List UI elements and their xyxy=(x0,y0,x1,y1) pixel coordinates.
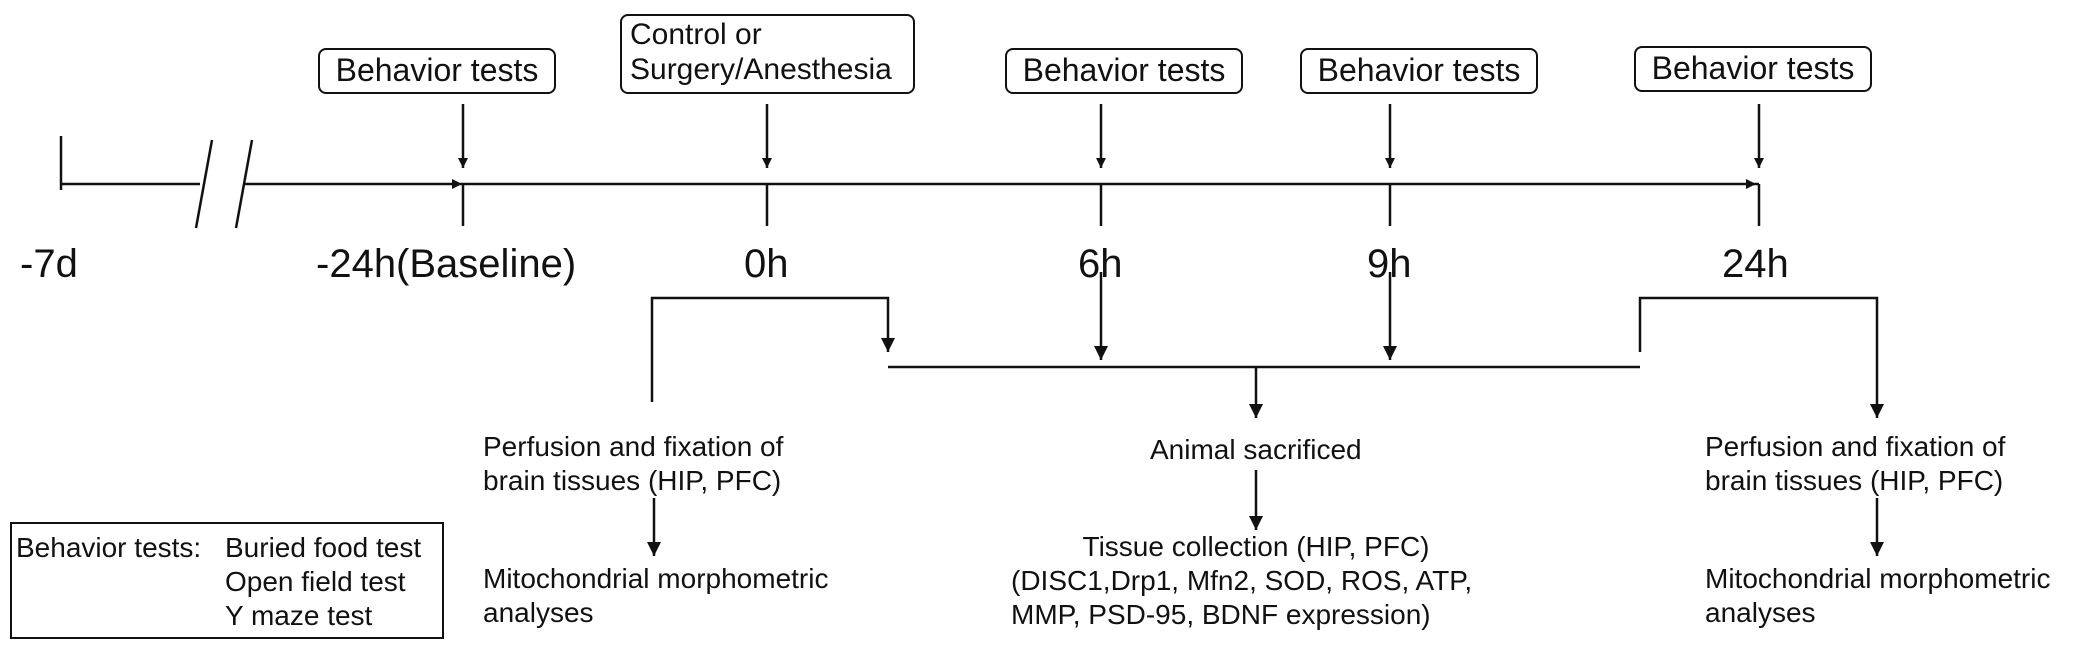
event-box-label: Behavior tests xyxy=(335,52,539,88)
event-box-0h: Control or Surgery/Anesthesia xyxy=(620,14,915,94)
legend-heading: Behavior tests: xyxy=(16,532,202,563)
right-perfusion-text: Perfusion and fixation of brain tissues … xyxy=(1705,431,2006,496)
right-morphometric-text: Mitochondrial morphometric analyses xyxy=(1705,563,2051,628)
legend-item: Buried food test xyxy=(225,532,422,563)
left-morphometric-text: Mitochondrial morphometric analyses xyxy=(483,563,829,628)
tick-label-24h: 24h xyxy=(1722,242,1789,286)
animal-sacrificed-text: Animal sacrificed xyxy=(1150,434,1362,465)
event-box-label-line1: Control or xyxy=(630,18,762,51)
bracket-24h xyxy=(1638,296,1884,418)
event-box-baseline: Behavior tests xyxy=(318,48,556,94)
timeline-break-mark-1 xyxy=(194,139,214,229)
event-box-9h: Behavior tests xyxy=(1300,48,1538,94)
event-box-label-line2: Surgery/Anesthesia xyxy=(630,52,892,86)
event-box-24h: Behavior tests xyxy=(1634,46,1872,92)
event-box-6h: Behavior tests xyxy=(1005,48,1243,94)
tissue-collection-text: Tissue collection (HIP, PFC) (DISC1,Drp1… xyxy=(1011,531,1473,630)
tick-label-9h: 9h xyxy=(1367,242,1412,286)
tick-label-baseline: -24h(Baseline) xyxy=(316,242,577,286)
left-perfusion-text: Perfusion and fixation of brain tissues … xyxy=(483,431,784,496)
tick-label-0h: 0h xyxy=(744,242,789,286)
event-box-label: Behavior tests xyxy=(1022,52,1226,88)
tick-label-minus-7d: -7d xyxy=(20,242,78,286)
event-box-label: Behavior tests xyxy=(1317,52,1521,88)
tick-label-6h: 6h xyxy=(1078,242,1123,286)
bracket-0h xyxy=(650,296,895,402)
legend-item: Y maze test xyxy=(225,600,373,631)
behavior-tests-legend: Behavior tests: Buried food test Open fi… xyxy=(10,522,444,639)
legend-item: Open field test xyxy=(225,566,406,597)
event-box-label: Behavior tests xyxy=(1651,50,1855,86)
